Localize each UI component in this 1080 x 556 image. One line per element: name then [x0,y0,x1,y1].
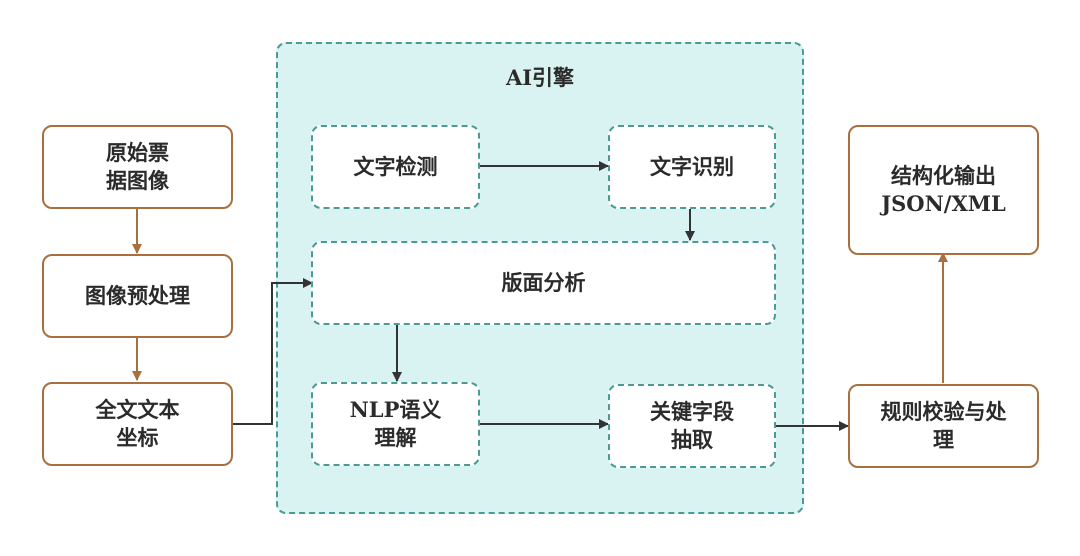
node-nlp-understanding: NLP语义 理解 [311,382,480,466]
node-key-field-extraction: 关键字段 抽取 [608,384,776,468]
node-raw-image: 原始票 据图像 [42,125,233,209]
node-text-recognition: 文字识别 [608,125,776,209]
node-rule-check: 规则校验与处 理 [848,384,1039,468]
ai-engine-title: AI引擎 [505,65,575,90]
node-structured-output: 结构化输出 JSON/XML [848,125,1039,255]
node-fulltext-coords: 全文文本 坐标 [42,382,233,466]
node-layout-analysis: 版面分析 [311,241,776,325]
node-text-detection: 文字检测 [311,125,480,209]
node-preprocess: 图像预处理 [42,254,233,338]
